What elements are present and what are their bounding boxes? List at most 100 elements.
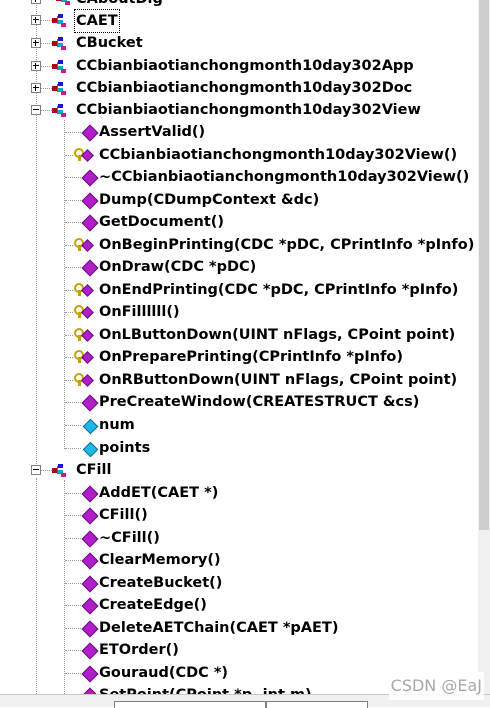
member-label: SetPoint(CPoint *p, int m) <box>99 684 312 694</box>
tree-branch <box>40 66 52 67</box>
expand-icon[interactable] <box>31 15 41 25</box>
member-item[interactable]: points <box>0 437 478 459</box>
method-icon <box>81 169 99 187</box>
tree-branch <box>40 110 52 111</box>
member-item[interactable]: num <box>0 414 478 436</box>
watermark-text: CSDN @EaJ <box>388 672 484 700</box>
member-item[interactable]: CFill() <box>0 504 478 526</box>
expand-icon[interactable] <box>31 83 41 93</box>
vertical-scrollbar[interactable] <box>478 0 490 694</box>
class-view-tree[interactable]: CAboutDlg CAET CBucket CCbianbiaotiancho… <box>0 0 478 694</box>
tree-item-caet[interactable]: CAET <box>0 9 478 33</box>
tree-branch <box>40 43 52 44</box>
tree-item-caboutdlg[interactable]: CAboutDlg <box>0 0 478 10</box>
panel-tab[interactable] <box>114 701 266 708</box>
method-icon <box>81 642 99 660</box>
member-label: OnDraw(CDC *pDC) <box>99 259 257 275</box>
member-label: CreateBucket() <box>99 575 223 591</box>
bottom-tab-strip <box>0 694 490 708</box>
tree-item-label: CCbianbiaotianchongmonth10day302App <box>76 58 414 74</box>
member-item[interactable]: Gouraud(CDC *) <box>0 662 478 684</box>
member-item[interactable]: CreateEdge() <box>0 594 478 616</box>
collapse-icon[interactable] <box>31 465 41 475</box>
method-icon <box>81 485 99 503</box>
member-label: CreateEdge() <box>99 597 207 613</box>
class-icon <box>52 60 67 73</box>
panel-tab[interactable] <box>266 701 368 708</box>
tree-item-label: CCbianbiaotianchongmonth10day302Doc <box>76 80 413 96</box>
expand-icon[interactable] <box>31 61 41 71</box>
member-item[interactable]: GetDocument() <box>0 211 478 233</box>
tree-branch <box>65 312 73 313</box>
class-icon <box>52 82 67 95</box>
member-item[interactable]: ~CFill() <box>0 527 478 549</box>
tree-branch <box>65 177 81 178</box>
tree-item-app[interactable]: CCbianbiaotianchongmonth10day302App <box>0 55 478 77</box>
member-item[interactable]: ETOrder() <box>0 639 478 661</box>
member-label: Gouraud(CDC *) <box>99 665 229 681</box>
member-item[interactable]: Dump(CDumpContext &dc) <box>0 189 478 211</box>
protected-method-icon <box>74 148 94 162</box>
member-label: PreCreateWindow(CREATESTRUCT &cs) <box>99 394 420 410</box>
member-label: AddET(CAET *) <box>99 485 219 501</box>
method-icon <box>81 124 99 142</box>
member-item[interactable]: ClearMemory() <box>0 549 478 571</box>
member-label: OnEndPrinting(CDC *pDC, CPrintInfo *pInf… <box>99 282 459 298</box>
class-icon <box>52 37 67 50</box>
tree-item-label: CFill <box>76 462 112 478</box>
method-icon <box>81 552 99 570</box>
member-label: GetDocument() <box>99 214 225 230</box>
member-label: CFill() <box>99 507 148 523</box>
member-item[interactable]: OnDraw(CDC *pDC) <box>0 256 478 278</box>
collapse-icon[interactable] <box>31 105 41 115</box>
member-label: Dump(CDumpContext &dc) <box>99 192 320 208</box>
member-label: OnLButtonDown(UINT nFlags, CPoint point) <box>99 327 456 343</box>
method-icon <box>81 665 99 683</box>
member-item[interactable]: SetPoint(CPoint *p, int m) <box>0 684 478 694</box>
member-item[interactable]: OnEndPrinting(CDC *pDC, CPrintInfo *pInf… <box>0 279 478 301</box>
tree-branch <box>65 380 73 381</box>
member-label: OnPreparePrinting(CPrintInfo *pInfo) <box>99 349 403 365</box>
member-item[interactable]: ~CCbianbiaotianchongmonth10day302View() <box>0 166 478 188</box>
tree-branch <box>65 448 81 449</box>
member-item[interactable]: AddET(CAET *) <box>0 482 478 504</box>
class-icon <box>52 14 67 27</box>
tree-item-doc[interactable]: CCbianbiaotianchongmonth10day302Doc <box>0 77 478 99</box>
tree-root-line-lower <box>36 478 37 694</box>
method-icon <box>81 575 99 593</box>
tree-branch <box>65 560 81 561</box>
member-item[interactable]: PreCreateWindow(CREATESTRUCT &cs) <box>0 391 478 413</box>
tree-item-cfill[interactable]: CFill <box>0 459 478 481</box>
member-item[interactable]: DeleteAETChain(CAET *pAET) <box>0 617 478 639</box>
tree-branch <box>65 583 81 584</box>
class-icon <box>52 464 67 477</box>
tree-item-view-class[interactable]: CCbianbiaotianchongmonth10day302View <box>0 99 478 121</box>
member-item[interactable]: OnPreparePrinting(CPrintInfo *pInfo) <box>0 346 478 368</box>
expand-icon[interactable] <box>31 38 41 48</box>
tree-branch <box>65 538 81 539</box>
member-label: ETOrder() <box>99 642 179 658</box>
tree-branch <box>65 132 81 133</box>
expand-icon[interactable] <box>31 0 41 4</box>
member-item[interactable]: OnRButtonDown(UINT nFlags, CPoint point) <box>0 369 478 391</box>
scrollbar-thumb[interactable] <box>479 0 489 530</box>
protected-method-icon <box>74 350 94 364</box>
view-members-line <box>64 120 65 449</box>
protected-method-icon <box>74 305 94 319</box>
member-item[interactable]: OnLButtonDown(UINT nFlags, CPoint point) <box>0 324 478 346</box>
member-label: OnFillllll() <box>99 304 180 320</box>
member-item[interactable]: CreateBucket() <box>0 572 478 594</box>
member-item[interactable]: OnFillllll() <box>0 301 478 323</box>
member-item[interactable]: AssertValid() <box>0 121 478 143</box>
tree-item-cbucket[interactable]: CBucket <box>0 32 478 54</box>
protected-method-icon <box>74 238 94 252</box>
tree-branch <box>65 290 73 291</box>
class-icon <box>56 0 71 5</box>
member-label: num <box>99 417 135 433</box>
member-item[interactable]: OnBeginPrinting(CDC *pDC, CPrintInfo *pI… <box>0 234 478 256</box>
member-item[interactable]: CCbianbiaotianchongmonth10day302View() <box>0 144 478 166</box>
tree-branch <box>65 335 73 336</box>
tree-branch <box>65 650 81 651</box>
variable-icon <box>82 418 99 435</box>
protected-method-icon <box>74 283 94 297</box>
